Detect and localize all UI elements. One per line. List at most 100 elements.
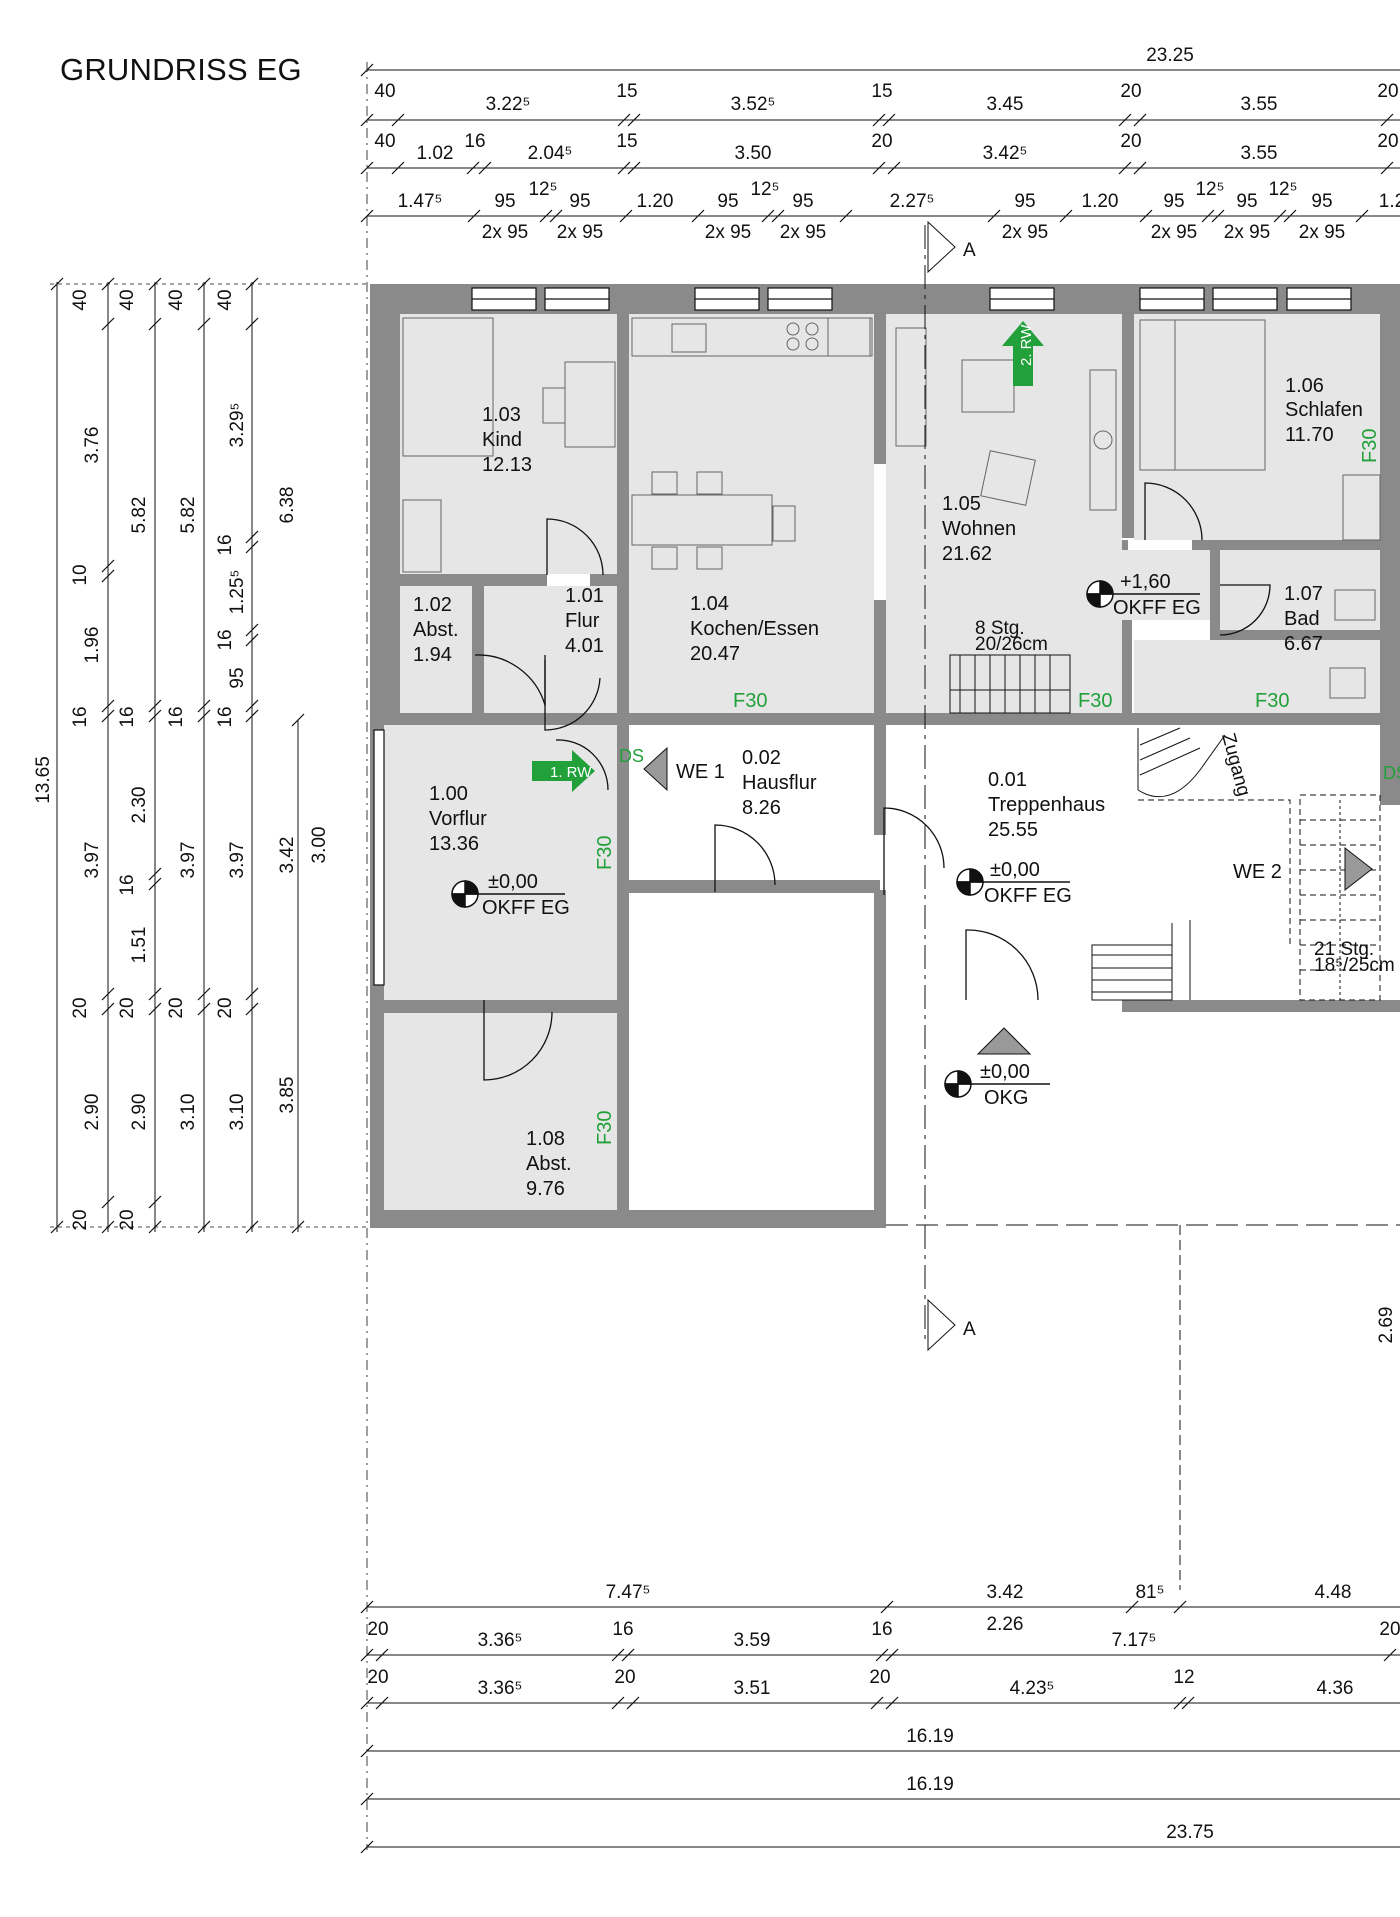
- room-number: 1.00: [429, 783, 468, 805]
- dim-label: 20: [614, 1667, 635, 1688]
- dim-label: 40: [117, 289, 138, 310]
- dim-label: 20: [117, 997, 138, 1018]
- furniture: [402, 317, 1381, 699]
- escape-route-2-icon: [1002, 321, 1044, 386]
- escape-labels: 1. RW 2. RW DS DS: [550, 324, 1400, 783]
- dim-label: 3.85: [277, 1077, 298, 1114]
- room-name: Kind: [482, 429, 522, 451]
- dim-label: 40: [374, 81, 395, 102]
- dim-label: 1.20: [637, 191, 674, 212]
- dim-label: 20: [1120, 131, 1141, 152]
- dim-label: 95: [1163, 191, 1184, 212]
- dim-label: 1.25⁵: [227, 570, 248, 615]
- unit-label-we1: WE 1: [676, 761, 725, 783]
- dim-label: 3.50: [735, 143, 772, 164]
- room-name: Wohnen: [942, 518, 1016, 540]
- dim-label: 1.02: [417, 143, 454, 164]
- room-number: 1.05: [942, 493, 981, 515]
- dim-label: 3.51: [734, 1678, 771, 1699]
- dim-label: 4.23⁵: [1010, 1678, 1055, 1699]
- fire-rating-label: F30: [1359, 429, 1381, 463]
- dim-label: 2.30: [129, 787, 150, 824]
- room-area: 12.13: [482, 454, 532, 476]
- dim-label: 40: [166, 289, 187, 310]
- dim-label: 7.17⁵: [1112, 1630, 1157, 1651]
- dim-label: 20: [70, 1209, 91, 1230]
- plan-title: GRUNDRISS EG: [60, 52, 302, 87]
- dim-label: 2.04⁵: [528, 143, 573, 164]
- dim-label: 3.42⁵: [983, 143, 1028, 164]
- dim-label: 16: [464, 131, 485, 152]
- bottom-dimensions: [360, 1600, 1400, 1854]
- level-value: ±0,00: [488, 871, 538, 893]
- dim-label: 3.55: [1241, 143, 1278, 164]
- dim-label: 40: [215, 289, 236, 310]
- level-value: ±0,00: [990, 859, 1040, 881]
- room-name: Flur: [565, 610, 600, 632]
- room-area: 11.70: [1285, 424, 1334, 446]
- room-name: Hausflur: [742, 772, 817, 794]
- left-dimensions: [50, 277, 367, 1234]
- room-area: 25.55: [988, 819, 1038, 841]
- dim-label: 95: [1236, 191, 1257, 212]
- dim-label: 20: [869, 1667, 890, 1688]
- level-value: ±0,00: [980, 1061, 1030, 1083]
- room-number: 1.08: [526, 1128, 565, 1150]
- room-labels: 1.03 Kind 12.13 1.04 Kochen/Essen 20.47 …: [413, 375, 1363, 1200]
- dim-label: 3.10: [178, 1094, 199, 1131]
- room-number: 1.03: [482, 404, 521, 426]
- dim-label: 3.29⁵: [227, 403, 248, 448]
- dim-label: 15: [616, 131, 637, 152]
- dim-label: 3.45: [987, 94, 1024, 115]
- dim-label: 12⁵: [528, 179, 557, 200]
- room-name: Bad: [1284, 608, 1320, 630]
- dim-label: 20: [215, 997, 236, 1018]
- room-name: Treppenhaus: [988, 794, 1105, 816]
- dim-label: 3.97: [82, 842, 103, 879]
- stair-notes: 8 Stg. 20/26cm 21 Stg. 18⁵/25cm Zugang: [975, 618, 1395, 976]
- unit-label-we2: WE 2: [1233, 861, 1282, 883]
- dim-label: 2x 95: [1299, 222, 1345, 243]
- top-dimension-texts: 23.25 40 3.22⁵ 15 3.52⁵ 15 3.45 20 3.55 …: [374, 45, 1400, 243]
- dim-label: 3.55: [1241, 94, 1278, 115]
- dim-label: 16: [215, 534, 236, 555]
- section-label-bottom: A: [963, 1319, 976, 1340]
- dim-top-total: 23.25: [1146, 45, 1194, 66]
- dim-label: 5.82: [178, 497, 199, 534]
- dim-label: 16.19: [906, 1726, 954, 1747]
- dim-left-total: 13.65: [33, 756, 54, 804]
- dim-label: 6.38: [277, 487, 298, 524]
- dim-label: 95: [569, 191, 590, 212]
- dim-label: 81⁵: [1135, 1582, 1164, 1603]
- dim-label: 4.36: [1317, 1678, 1354, 1699]
- dim-label: 15: [616, 81, 637, 102]
- level-texts: +1,60 OKFF EG ±0,00 OKFF EG ±0,00 OKFF E…: [482, 571, 1201, 1109]
- room-area: 21.62: [942, 543, 992, 565]
- section-line: [886, 220, 1400, 1590]
- dim-label: 16.19: [906, 1774, 954, 1795]
- dim-label: 2x 95: [705, 222, 751, 243]
- dim-label: 10: [70, 564, 91, 585]
- dim-label: 12⁵: [750, 179, 779, 200]
- fire-rating-label: F30: [733, 690, 767, 712]
- dim-label: 16: [871, 1619, 892, 1640]
- room-area: 4.01: [565, 635, 604, 657]
- room-number: 0.01: [988, 769, 1027, 791]
- we1-arrow-icon: [643, 746, 668, 792]
- stair-count: 21 Stg.: [1314, 939, 1374, 960]
- dim-label: 3.22⁵: [486, 94, 531, 115]
- room-area: 1.94: [413, 644, 452, 666]
- dim-label: 5.82: [129, 497, 150, 534]
- level-ref: OKFF EG: [482, 897, 570, 919]
- dim-label: 12⁵: [1268, 179, 1297, 200]
- room-number: 1.06: [1285, 375, 1324, 397]
- dim-label: 2x 95: [1224, 222, 1270, 243]
- room-number: 0.02: [742, 747, 781, 769]
- fire-ratings: F30 F30 F30 F30 F30 F30: [594, 429, 1381, 1145]
- left-dimension-texts: 13.65 40 3.76 10 1.96 16 3.97 20 2.90 20…: [33, 289, 330, 1230]
- dim-label: 4.48: [1315, 1582, 1352, 1603]
- dim-label: 95: [717, 191, 738, 212]
- room-number: 1.01: [565, 585, 604, 607]
- bottom-dimension-texts: 7.47⁵ 3.42 81⁵ 4.48 20 3.36⁵ 16 3.59 16 …: [367, 1307, 1400, 1843]
